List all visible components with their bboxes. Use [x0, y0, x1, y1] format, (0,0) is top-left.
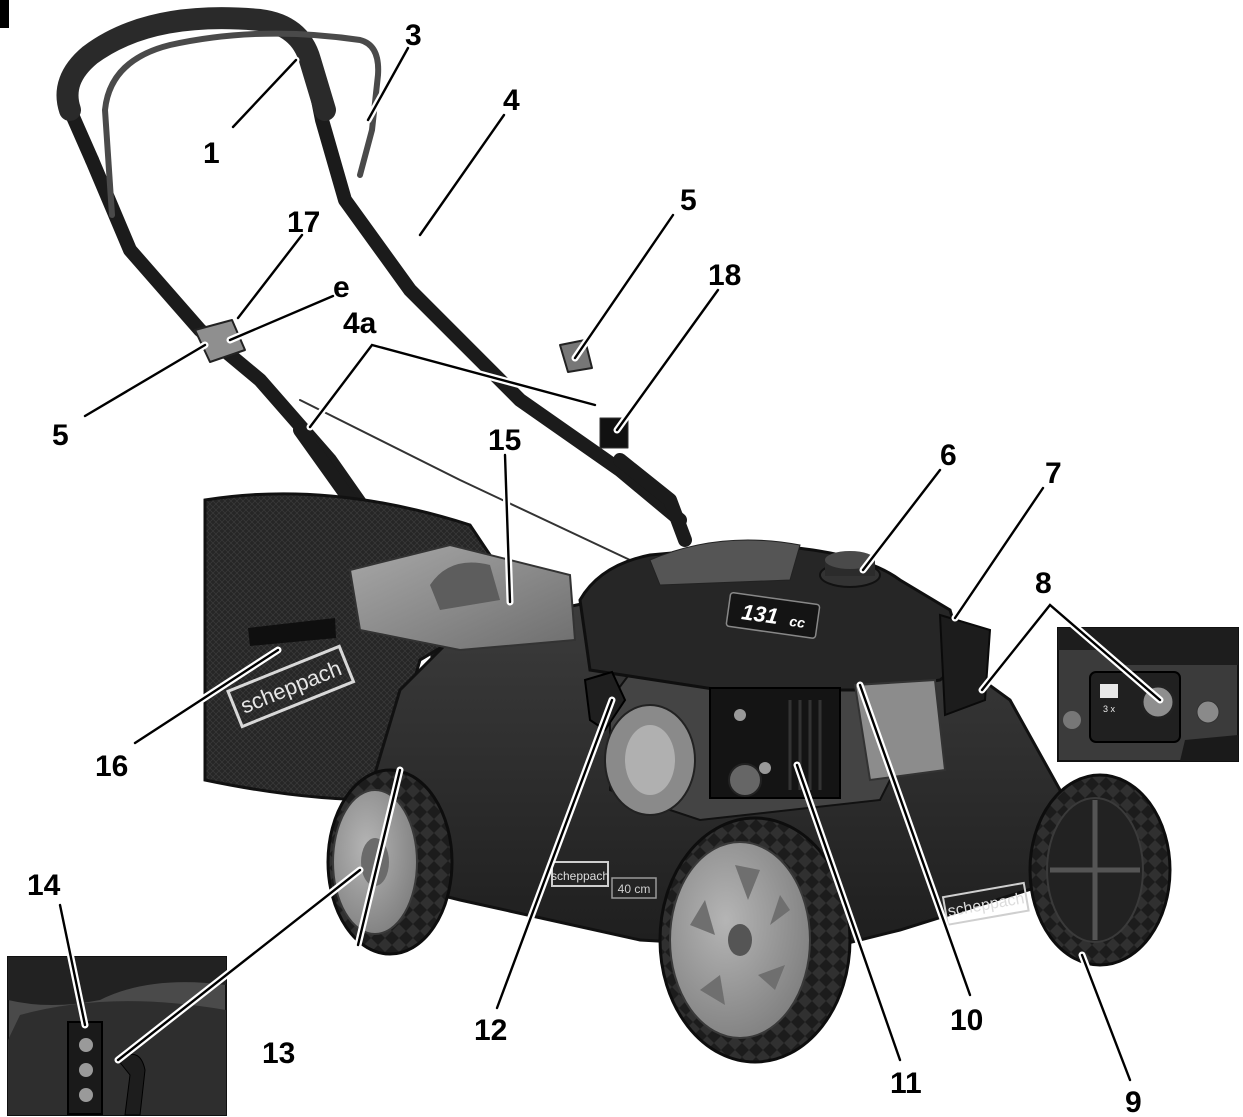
leader-15 — [501, 451, 514, 606]
callout-e: e — [333, 271, 350, 304]
callout-17: 17 — [287, 206, 320, 239]
callout-5-left: 5 — [52, 419, 69, 452]
inset-height-adjust — [7, 956, 227, 1116]
leader-13 — [354, 766, 404, 949]
front-left-wheel — [658, 816, 852, 1064]
leader-1 — [229, 56, 300, 131]
engine: 131 cc — [578, 539, 992, 822]
primer-count: 3 x — [1103, 704, 1116, 714]
rear-right-wheel — [1028, 773, 1172, 967]
deck-brand-left: scheppach — [551, 869, 609, 883]
leader-5-left — [81, 341, 209, 420]
callout-8: 8 — [1035, 567, 1052, 600]
muffler-grille — [728, 763, 762, 797]
deck-width-text: 40 cm — [618, 882, 651, 896]
callout-11: 11 — [890, 1067, 922, 1100]
callout-6: 6 — [940, 439, 957, 472]
leader-9 — [1078, 951, 1134, 1084]
inset-primer: 3 x — [1057, 627, 1239, 762]
leader-12 — [493, 696, 616, 1012]
leader-6 — [859, 466, 944, 574]
fuel-tank — [853, 678, 947, 782]
leader-13b — [114, 866, 364, 1064]
callout-18: 18 — [708, 259, 741, 292]
safety-bail-bar — [102, 30, 382, 218]
leader-14 — [56, 901, 89, 1029]
leader-10 — [856, 681, 974, 999]
leader-8 — [978, 599, 1164, 704]
callout-10: 10 — [950, 1004, 983, 1037]
leader-16 — [131, 646, 282, 747]
primer-bulb-housing — [583, 670, 627, 732]
callout-9: 9 — [1125, 1086, 1142, 1117]
displacement-badge: 131 cc — [725, 591, 821, 639]
leader-e — [226, 292, 337, 344]
leader-11 — [793, 761, 904, 1064]
displacement-unit: cc — [788, 613, 806, 631]
callout-4: 4 — [503, 84, 520, 117]
callout-4a: 4a — [343, 307, 377, 340]
deck-width-label: 40 cm — [611, 877, 657, 899]
callout-7: 7 — [1045, 457, 1062, 490]
displacement-value: 131 — [740, 599, 780, 629]
callout-3: 3 — [405, 19, 422, 52]
callout-12: 12 — [474, 1014, 507, 1047]
bag-handle-slot — [248, 618, 336, 646]
callout-16: 16 — [95, 750, 128, 783]
handle-knob-left — [194, 319, 246, 363]
leader-lines — [56, 44, 1164, 1084]
leader-18 — [613, 286, 722, 434]
corner-mark — [0, 0, 9, 28]
callout-15: 15 — [488, 424, 521, 457]
callout-1: 1 — [203, 137, 220, 170]
leader-5-right — [571, 211, 677, 362]
leader-7 — [951, 484, 1047, 622]
primer-icon — [1100, 684, 1118, 698]
lower-handle-right — [613, 453, 692, 547]
leader-4 — [416, 111, 508, 239]
air-filter — [938, 613, 992, 717]
callout-14: 14 — [27, 869, 61, 902]
leader-4a — [306, 341, 599, 431]
callout-13: 13 — [262, 1037, 295, 1070]
leader-3 — [364, 44, 412, 124]
deck-logo-left: scheppach — [551, 861, 609, 887]
callout-labels: 1 3 4 5 17 18 e 4a 5 15 6 7 8 16 14 12 1… — [27, 19, 1142, 1117]
muffler-vents — [788, 700, 822, 790]
bowden-cable — [299, 399, 631, 561]
callout-5-right: 5 — [680, 184, 697, 217]
leader-17 — [234, 231, 306, 322]
